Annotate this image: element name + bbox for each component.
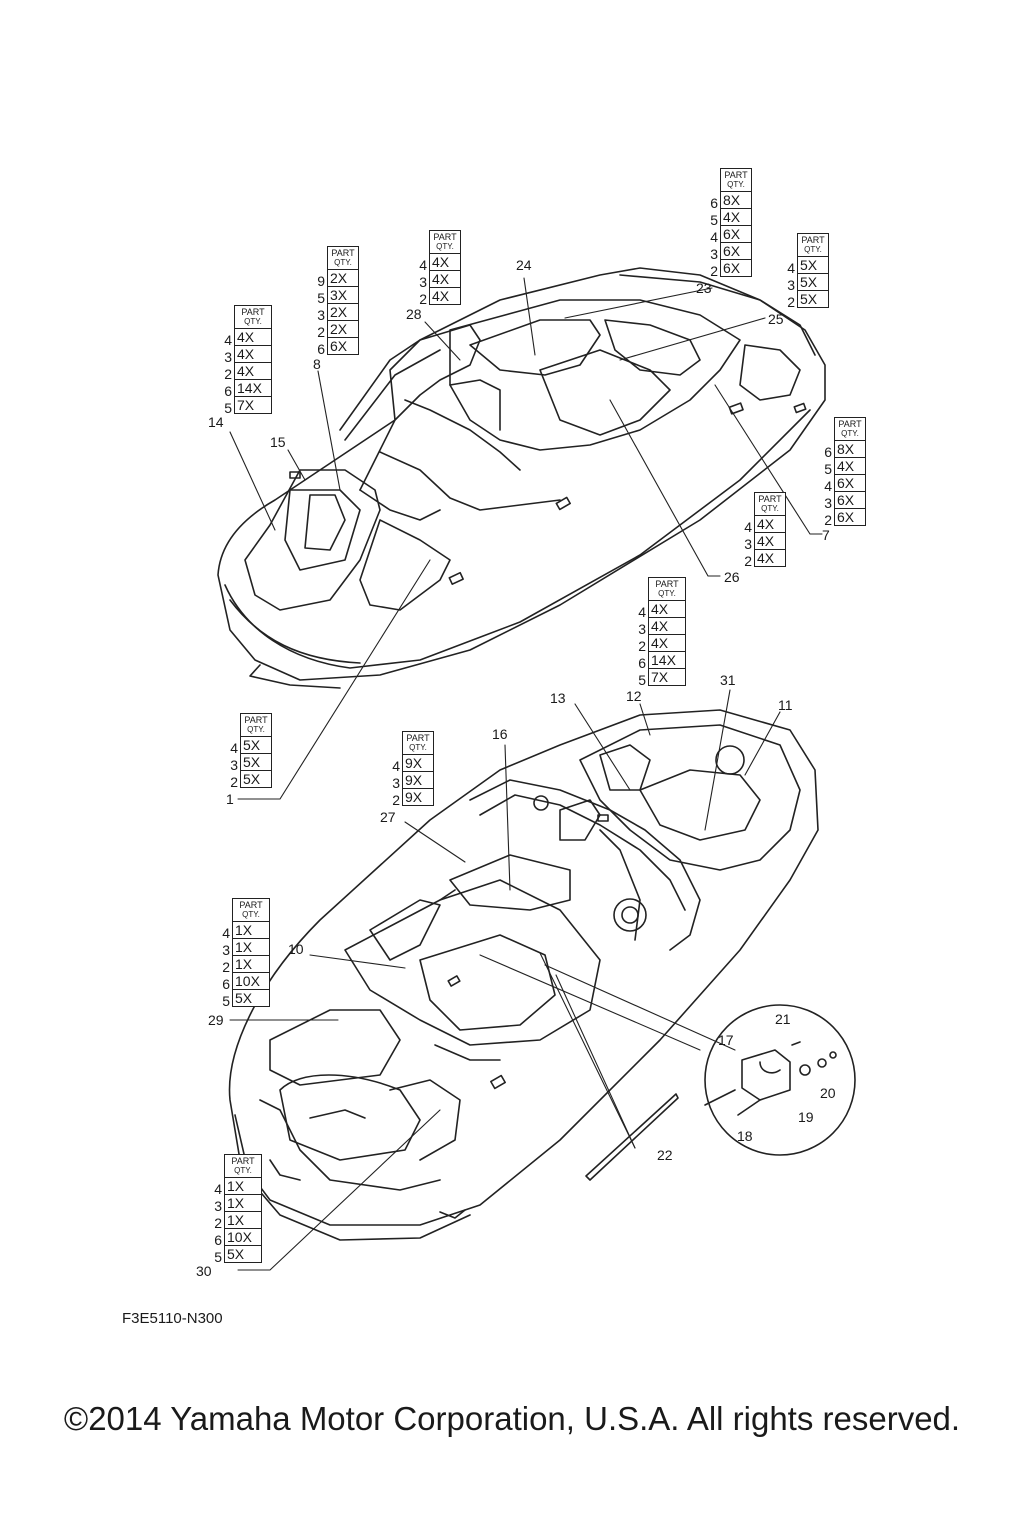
callout-30: 30 [196, 1263, 212, 1279]
copyright-notice: ©2014 Yamaha Motor Corporation, U.S.A. A… [63, 1400, 961, 1437]
callout-31: 31 [720, 672, 736, 688]
callout-21: 21 [775, 1011, 791, 1027]
callout-24: 24 [516, 257, 532, 273]
callout-13: 13 [550, 690, 566, 706]
molding-strip [585, 1093, 679, 1181]
callout-17: 17 [718, 1032, 734, 1048]
callout-26: 26 [724, 569, 740, 585]
callout-1: 1 [226, 791, 234, 807]
callout-18: 18 [737, 1128, 753, 1144]
callout-8: 8 [313, 356, 321, 372]
upper-boat-hull [217, 267, 826, 689]
callout-28: 28 [406, 306, 422, 322]
callout-16: 16 [492, 726, 508, 742]
callout-7: 7 [822, 527, 830, 543]
lower-boat-hull [228, 709, 819, 1241]
callout-11: 11 [778, 697, 793, 713]
callout-27: 27 [380, 809, 396, 825]
callout-25: 25 [768, 311, 784, 327]
callout-10: 10 [288, 941, 304, 957]
detail-inset [704, 1004, 856, 1156]
callout-12: 12 [626, 688, 642, 704]
callout-14: 14 [208, 414, 224, 430]
callout-29: 29 [208, 1012, 224, 1028]
leader-lines [229, 277, 823, 1271]
callout-20: 20 [820, 1085, 836, 1101]
callout-15: 15 [270, 434, 286, 450]
drawing-code: F3E5110-N300 [122, 1310, 223, 1327]
callout-19: 19 [798, 1109, 814, 1125]
callout-23: 23 [696, 280, 712, 296]
callout-22: 22 [657, 1147, 673, 1163]
